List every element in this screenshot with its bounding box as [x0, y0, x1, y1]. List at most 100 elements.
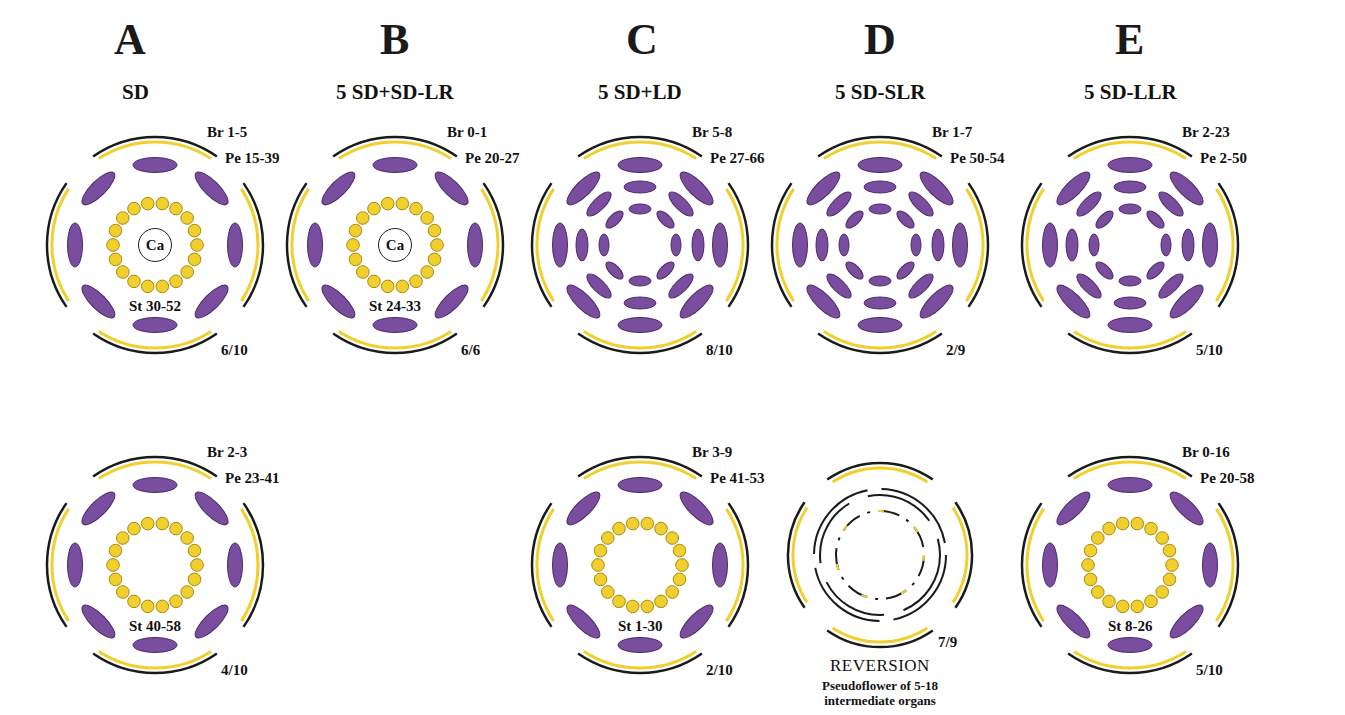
petal	[1089, 234, 1099, 256]
organ-count: Br 2-23	[1182, 123, 1230, 141]
petal	[1144, 259, 1167, 282]
stamen	[128, 275, 141, 288]
bract-arc-inner	[241, 509, 258, 621]
stamen	[1145, 595, 1158, 608]
bract-arc	[93, 654, 217, 673]
petal	[78, 168, 120, 210]
petal	[654, 208, 677, 231]
stamen	[1092, 586, 1105, 599]
bract-arc	[333, 334, 457, 353]
petal	[133, 318, 177, 333]
bract-arc	[818, 137, 942, 156]
petal	[713, 543, 728, 587]
bract-arc	[1068, 654, 1192, 673]
bract-arc	[287, 183, 306, 307]
panel-letter: C	[626, 16, 658, 64]
organ-count: Br 0-1	[447, 123, 487, 141]
panel-letter: E	[1115, 16, 1144, 64]
stamen	[188, 253, 201, 266]
organ-count: Pe 15-39	[225, 149, 280, 167]
stamen	[594, 544, 607, 557]
bract-arc	[93, 137, 217, 156]
petal	[624, 181, 656, 193]
stamen	[666, 532, 679, 545]
petal	[1073, 188, 1104, 219]
petal	[676, 601, 718, 643]
petal	[1053, 601, 1095, 643]
carpel-circle: Ca	[378, 228, 412, 262]
organ-count: 6/10	[221, 341, 248, 359]
bract-arc-inner	[537, 189, 554, 301]
stamen	[170, 595, 183, 608]
petal	[318, 168, 360, 210]
petal	[583, 270, 614, 301]
bract-arc	[578, 137, 702, 156]
stamen	[1103, 522, 1116, 535]
petal	[1114, 297, 1146, 309]
petal	[618, 158, 662, 173]
bract-arc	[729, 183, 748, 307]
petal	[1108, 638, 1152, 653]
stamen	[626, 600, 639, 613]
bract-arc-inner	[99, 462, 211, 479]
bract-arc-inner	[339, 331, 451, 348]
petal	[1053, 488, 1095, 530]
petal	[1166, 601, 1208, 643]
stamen	[141, 517, 154, 530]
stamen	[381, 197, 394, 210]
organ-count: St 8-26	[1108, 617, 1153, 635]
petal	[1108, 318, 1152, 333]
petal	[228, 543, 243, 587]
petal	[676, 488, 718, 530]
bract-arc-inner	[1074, 142, 1186, 159]
stamen	[191, 239, 204, 252]
petal	[839, 234, 849, 256]
stamen	[141, 280, 154, 293]
stamen	[410, 202, 423, 215]
bract-arc-inner	[1216, 509, 1233, 621]
organ-count: 6/6	[461, 341, 480, 359]
bract-arc	[1219, 503, 1238, 627]
organ-count: 2/9	[946, 341, 965, 359]
treatment-heading: 5 SD+LD	[598, 80, 682, 104]
petal	[553, 543, 568, 587]
organ-count: St 1-30	[618, 617, 663, 635]
organ-count: Pe 20-27	[465, 149, 520, 167]
stamen	[188, 573, 201, 586]
stamen	[1131, 600, 1144, 613]
carpel-label: Ca	[386, 237, 404, 254]
panel-letter: A	[114, 16, 146, 64]
petal	[665, 270, 696, 301]
stamen	[673, 573, 686, 586]
petal	[599, 234, 609, 256]
petal	[665, 188, 696, 219]
stamen	[156, 197, 169, 210]
bract-arc	[244, 183, 263, 307]
stamen	[1116, 517, 1129, 530]
treatment-heading: 5 SD+SD-LR	[336, 80, 454, 104]
petal	[1155, 188, 1186, 219]
organ-count: St 40-58	[129, 617, 181, 635]
organ-count: 5/10	[1196, 341, 1223, 359]
organ-count: 2/10	[706, 661, 733, 679]
bract-arc	[47, 503, 66, 627]
stamen	[410, 275, 423, 288]
bract-arc-inner	[292, 189, 309, 301]
bract-arc-inner	[777, 189, 794, 301]
petal	[1144, 208, 1167, 231]
stamen	[357, 212, 370, 225]
intermediate-organ	[820, 495, 940, 615]
bract-arc-inner	[52, 509, 69, 621]
organ-count: Pe 50-54	[950, 149, 1005, 167]
stamen	[421, 266, 434, 279]
intermediate-organ	[814, 489, 946, 621]
stamen	[107, 239, 120, 252]
petal	[78, 601, 120, 643]
bract-arc	[1022, 183, 1041, 307]
petal	[654, 259, 677, 282]
bract-arc-inner	[793, 508, 807, 603]
stamen	[381, 280, 394, 293]
organ-count: 5/10	[1196, 661, 1223, 679]
stamen	[156, 517, 169, 530]
